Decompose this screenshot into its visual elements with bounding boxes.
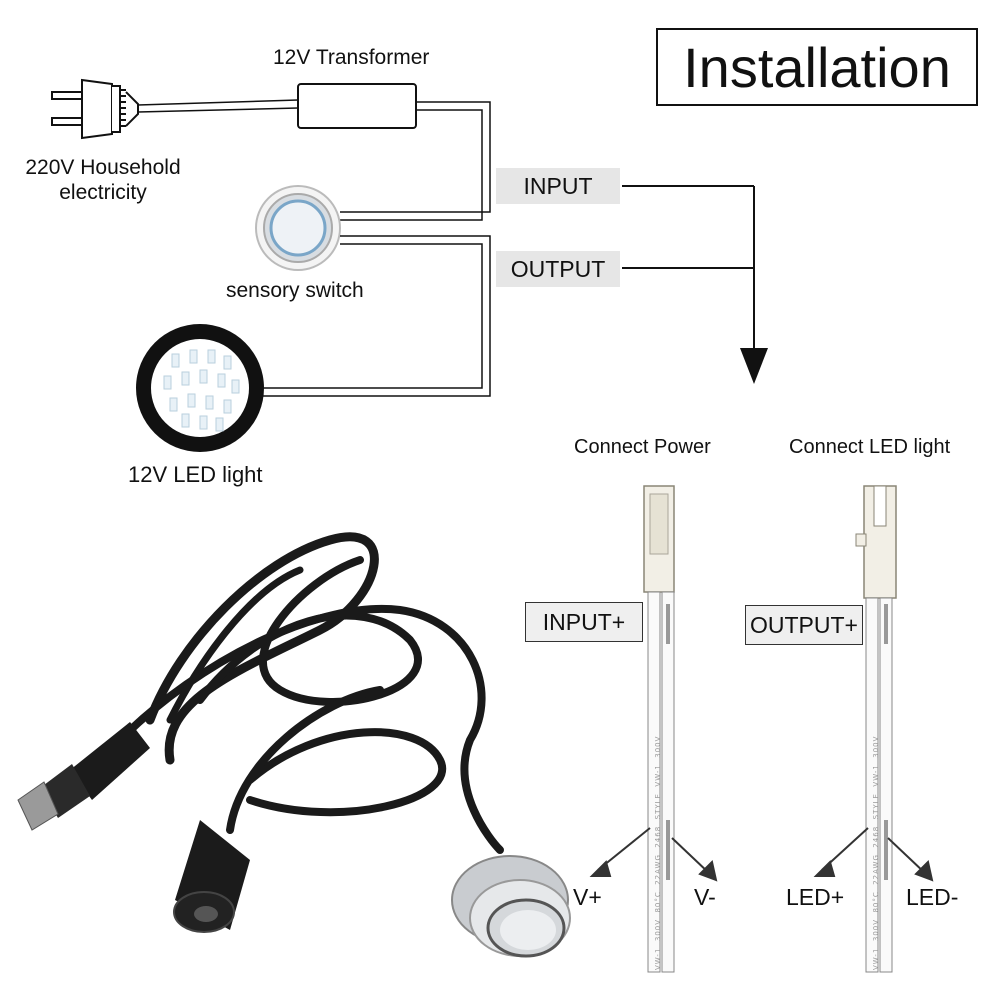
v-minus-label: V- <box>694 884 716 910</box>
transformer-icon <box>297 83 417 129</box>
metal-touch-sensor-icon <box>451 855 571 958</box>
led-light-icon <box>136 324 264 452</box>
power-cable-print: VW-1 300V 80°C 22AWG 2468 STYLE VW-1 300… <box>654 735 662 970</box>
dc-female-jack-icon <box>173 820 250 933</box>
power-connector-icon <box>643 485 675 593</box>
sensor-cable-illustration <box>116 532 504 854</box>
v-plus-label: V+ <box>573 884 602 910</box>
plug-icon <box>51 78 139 140</box>
sensory-switch-icon <box>255 185 341 271</box>
page-title: Installation <box>683 35 951 99</box>
input-plus-tag: INPUT+ <box>525 602 643 642</box>
led-light-label: 12V LED light <box>128 462 263 487</box>
household-label-line1: 220V Household <box>25 156 181 179</box>
down-arrow-icon <box>740 348 768 384</box>
connect-power-label: Connect Power <box>574 436 711 458</box>
output-plus-tag: OUTPUT+ <box>745 605 863 645</box>
led-plus-label: LED+ <box>786 884 845 910</box>
installation-title-box: Installation <box>656 28 978 106</box>
household-label-line2: electricity <box>59 181 147 204</box>
transformer-label: 12V Transformer <box>273 46 430 69</box>
sensory-switch-label: sensory switch <box>226 279 364 302</box>
dc-male-plug-icon <box>17 722 150 831</box>
input-tag: INPUT <box>496 168 620 204</box>
connect-led-label: Connect LED light <box>789 436 951 458</box>
led-connector-icon <box>855 485 897 599</box>
led-minus-label: LED- <box>906 884 959 910</box>
output-tag: OUTPUT <box>496 251 620 287</box>
led-cable-print: VW-1 300V 80°C 22AWG 2468 STYLE VW-1 300… <box>872 735 880 970</box>
